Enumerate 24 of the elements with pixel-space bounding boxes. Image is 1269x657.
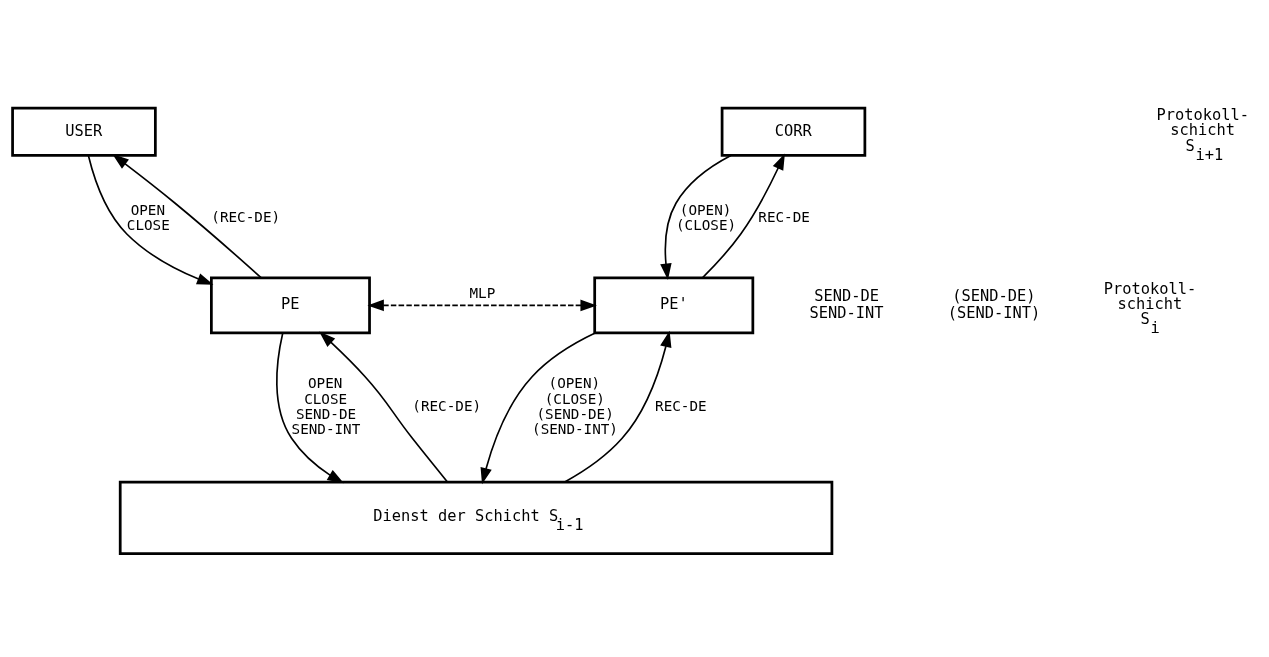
node-box: PE': [593, 276, 755, 334]
arrow: [701, 152, 785, 279]
arrow: [367, 299, 597, 311]
edge-label: (REC-DE): [412, 397, 482, 414]
label: SEND-DE SEND-INT: [809, 286, 884, 322]
edge-label: (OPEN) (CLOSE) (SEND-DE) (SEND-INT): [532, 374, 618, 437]
edge-label: OPEN CLOSE: [126, 201, 170, 233]
arrow: [87, 154, 214, 285]
label: (SEND-DE) (SEND-INT): [947, 286, 1041, 322]
edge-label: (OPEN) (CLOSE): [675, 201, 737, 233]
node-box: USER: [11, 106, 157, 157]
edge-label: (REC-DE): [211, 208, 281, 225]
node-box: CORR: [720, 106, 867, 157]
arrow: [276, 331, 344, 483]
edge-label: OPEN CLOSE SEND-DE SEND-INT: [291, 374, 361, 437]
arrow: [319, 330, 449, 483]
edge-label: REC-DE: [655, 397, 707, 414]
node-box: PE: [210, 276, 371, 334]
edge-label: REC-DE: [758, 208, 810, 225]
arrow: [480, 331, 597, 484]
arrow: [112, 153, 262, 278]
arrow: [660, 154, 732, 280]
arrow: [563, 330, 672, 483]
edge-label: MLP: [469, 284, 496, 301]
